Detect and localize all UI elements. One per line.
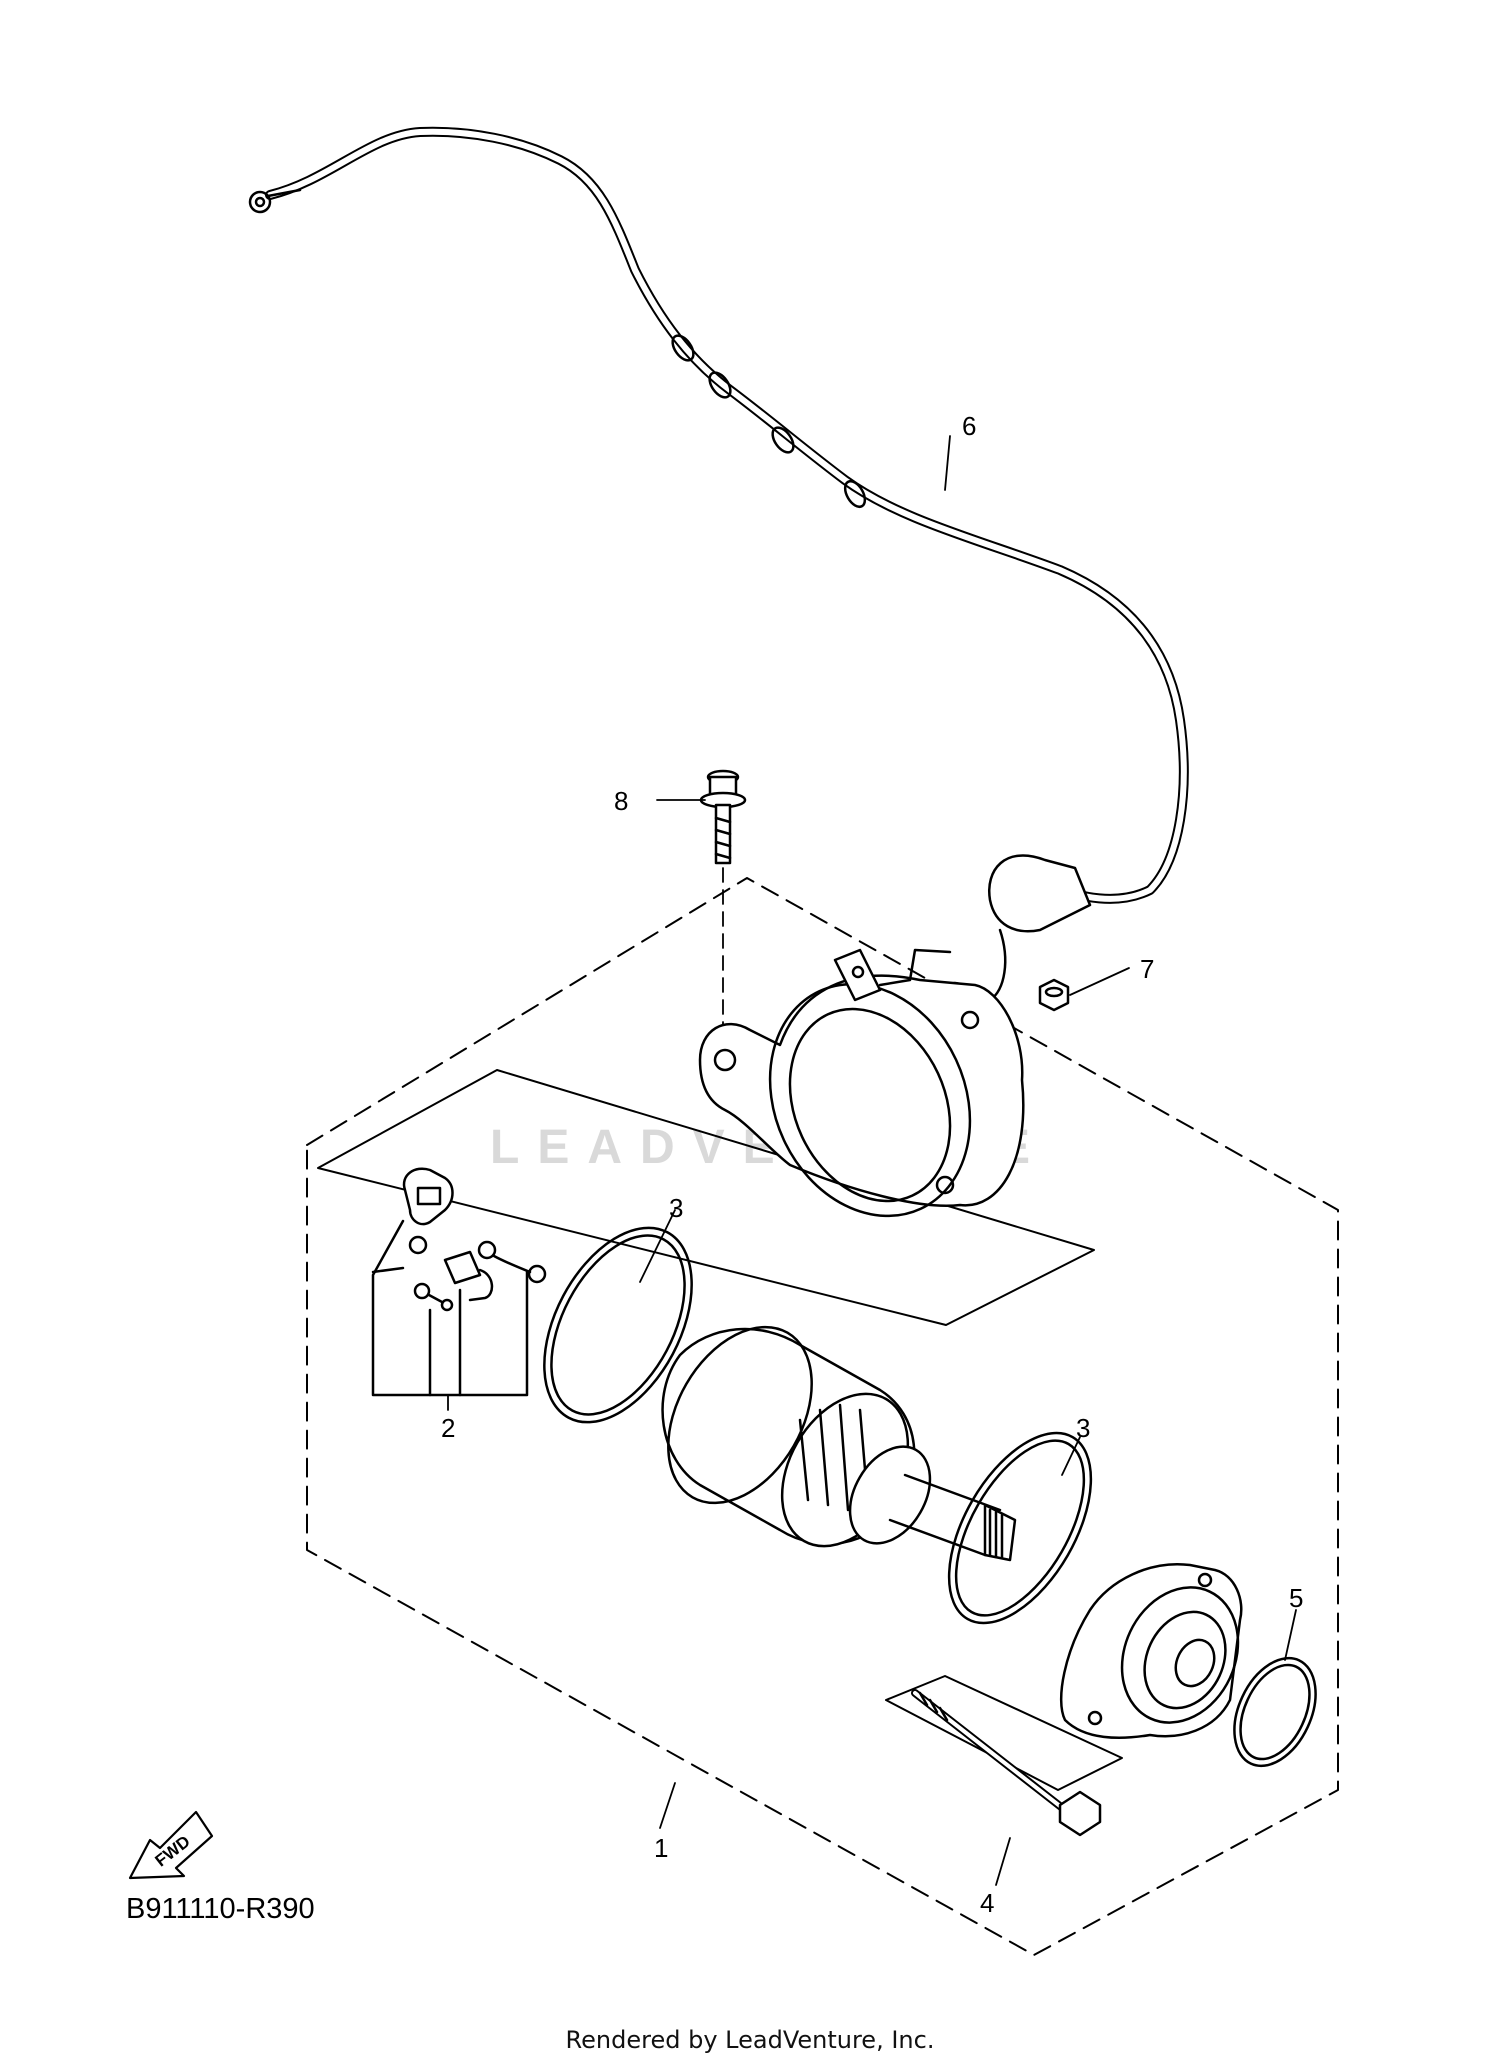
starter-motor-yoke xyxy=(661,1325,1017,1562)
assembly-boundary xyxy=(306,877,1339,1956)
brush-set-boundary xyxy=(317,1069,1095,1326)
callout-2: 2 xyxy=(441,1413,455,1443)
o-ring-right xyxy=(947,1431,1093,1625)
footer-credit: Rendered by LeadVenture, Inc. xyxy=(565,2026,935,2054)
seal-part-5 xyxy=(1233,1656,1317,1768)
diagram-code: B911110-R390 xyxy=(126,1893,315,1925)
callout-4: 4 xyxy=(980,1888,994,1918)
o-ring-right-inner xyxy=(954,1439,1086,1617)
seal-part-5-inner xyxy=(1239,1663,1311,1761)
callout-5: 5 xyxy=(1289,1583,1303,1613)
callout-1: 1 xyxy=(654,1833,668,1863)
rear-cover xyxy=(1059,1563,1243,1739)
bolt-part-8 xyxy=(699,769,747,1051)
front-cover xyxy=(698,948,1025,1218)
nut-part-7 xyxy=(1038,978,1070,1012)
callout-8: 8 xyxy=(614,786,628,816)
callout-3-right: 3 xyxy=(1076,1413,1090,1443)
brush-holder-parts xyxy=(371,1167,547,1397)
fwd-arrow-icon xyxy=(128,1810,214,1880)
leader-lines xyxy=(447,435,1297,1886)
long-bolt-part-4 xyxy=(911,1689,1102,1837)
o-ring-left-inner xyxy=(550,1234,686,1416)
callout-7: 7 xyxy=(1140,954,1154,984)
starter-lead-wire xyxy=(248,126,1189,1010)
o-ring-left xyxy=(543,1226,693,1424)
callout-3-left: 3 xyxy=(669,1193,683,1223)
callout-6: 6 xyxy=(962,411,976,441)
